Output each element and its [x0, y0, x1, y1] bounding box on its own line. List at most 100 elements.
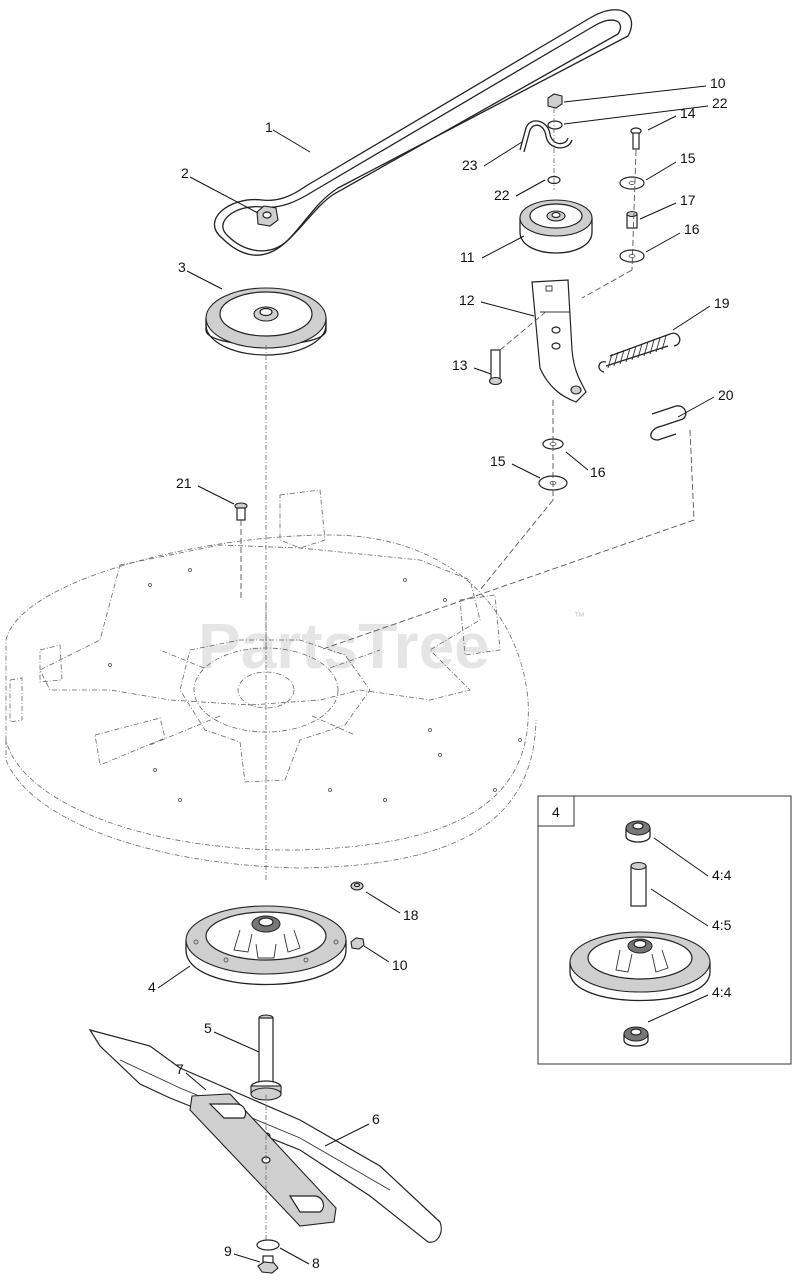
callout-leader: [197, 485, 235, 505]
callout-leader: [677, 396, 715, 418]
callout-c17: 17: [639, 192, 696, 220]
callout-leader: [515, 179, 546, 197]
callout-label: 20: [718, 387, 734, 403]
callout-label: 8: [312, 1255, 320, 1271]
callout-c1: 1: [265, 119, 311, 153]
callout-leader: [647, 115, 677, 131]
callout-c16b: 16: [565, 451, 606, 480]
callout-c10b: 10: [363, 945, 408, 973]
callout-label: 18: [403, 907, 419, 923]
watermark-trademark: ™: [574, 611, 585, 623]
callout-c6: 6: [324, 1111, 380, 1147]
inset-bearing-bottom: [623, 1026, 649, 1047]
inset-title: 4: [552, 804, 560, 820]
callout-label: 1: [265, 119, 273, 135]
spindle-pulley: [205, 287, 327, 356]
pivot-dash: [499, 309, 549, 351]
callout-leader: [480, 301, 535, 317]
callout-label: 4:4: [712, 867, 732, 883]
extension-spring: [598, 332, 681, 373]
spindle-shaft: [250, 1014, 282, 1101]
callout-leader: [363, 945, 390, 963]
callout-label: 19: [714, 295, 730, 311]
callout-leader: [511, 463, 541, 479]
spring-stack-dash-2: [581, 269, 633, 299]
inset-spindle-assembly: 4: [537, 795, 792, 1065]
callout-label: 9: [224, 1243, 232, 1259]
spring-hook: [650, 405, 687, 441]
callout-label: 3: [178, 259, 186, 275]
idler-washer-top: [547, 120, 563, 130]
callout-label: 2: [181, 165, 189, 181]
callout-label: 10: [710, 75, 726, 91]
callout-leader: [645, 232, 681, 253]
callout-label: 17: [680, 192, 696, 208]
callout-leader: [647, 994, 709, 1023]
callout-label: 13: [452, 357, 468, 373]
callout-i45: 4:5: [650, 888, 732, 933]
belt-guide-rod: [519, 120, 573, 153]
callout-c3: 3: [178, 259, 223, 290]
callout-leader: [483, 141, 523, 167]
pulley-nut: [256, 205, 279, 227]
callout-leader: [672, 305, 711, 331]
callout-label: 22: [712, 95, 728, 111]
callout-leader: [233, 1253, 261, 1263]
inset-spacer-tube: [630, 861, 647, 907]
callout-c9: 9: [224, 1243, 261, 1263]
callout-c13: 13: [452, 357, 492, 375]
callout-c12: 12: [459, 292, 535, 317]
callout-c22b: 22: [494, 179, 546, 203]
callout-label: 7: [176, 1061, 184, 1077]
callout-label: 4:4: [712, 984, 732, 1000]
callout-leader: [563, 85, 707, 103]
callout-i44b: 4:4: [647, 984, 732, 1023]
spacer-18: [350, 881, 364, 891]
callout-c7: 7: [176, 1061, 207, 1091]
callout-c16a: 16: [645, 221, 700, 253]
blade-bolt: [257, 1255, 279, 1274]
callout-leader: [186, 270, 223, 290]
callout-c11: 11: [460, 235, 525, 265]
callout-label: 21: [176, 475, 192, 491]
callout-label: 5: [204, 1020, 212, 1036]
spring-spacer: [626, 210, 638, 229]
callout-label: 10: [392, 957, 408, 973]
nut-10-lower: [350, 937, 365, 950]
callout-label: 4: [148, 979, 156, 995]
spring-stack-dash: [631, 149, 637, 271]
callout-c21: 21: [176, 475, 235, 505]
callout-leader: [157, 965, 191, 989]
callout-label: 23: [462, 157, 478, 173]
callout-leader: [481, 235, 525, 259]
spindle-housing: [185, 905, 347, 986]
pivot-bolt: [488, 349, 503, 386]
idler-pulley: [519, 199, 593, 254]
callout-c18: 18: [365, 891, 419, 923]
drive-belt: [213, 9, 633, 256]
callout-c15a: 15: [645, 150, 696, 181]
callout-leader: [272, 129, 311, 153]
callout-label: 16: [590, 464, 606, 480]
callout-c15b: 15: [490, 453, 541, 479]
callout-leader: [365, 891, 401, 914]
callout-label: 15: [490, 453, 506, 469]
callout-leader: [473, 367, 492, 375]
blade-washer: [256, 1239, 280, 1251]
arm-stack-dash-2: [479, 499, 554, 591]
callout-leader: [563, 105, 709, 125]
callout-c14: 14: [647, 105, 696, 131]
callout-label: 15: [680, 150, 696, 166]
callout-leader: [279, 1247, 310, 1265]
callout-c5: 5: [204, 1020, 260, 1053]
callout-c10a: 10: [563, 75, 726, 103]
deck-bolt-21: [234, 502, 248, 521]
callout-c20: 20: [677, 387, 734, 418]
callout-c8: 8: [279, 1247, 320, 1271]
idler-nut: [547, 93, 563, 109]
callout-c23: 23: [462, 141, 523, 173]
callout-leader: [565, 451, 589, 471]
spring-bolt: [630, 127, 642, 150]
spring-washer-top: [619, 176, 645, 190]
